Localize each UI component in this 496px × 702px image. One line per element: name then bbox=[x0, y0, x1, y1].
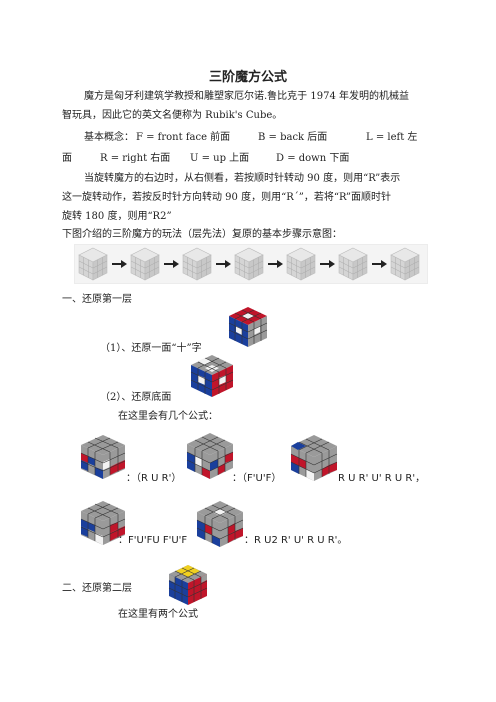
formula-5: ：R U2 R' U' R U R'。 bbox=[244, 535, 348, 546]
document-title: 三阶魔方公式 bbox=[208, 70, 287, 85]
step-arrow-3 bbox=[215, 259, 232, 269]
concept-down: D = down 下面 bbox=[276, 153, 350, 164]
formula-2: ：（F'U'F） bbox=[232, 473, 282, 484]
rubiks-cube-icon bbox=[190, 355, 234, 397]
section-1-step-1: （1）、还原一面“十”字 bbox=[100, 343, 202, 354]
step-arrow-2 bbox=[163, 259, 180, 269]
step-cube-3 bbox=[182, 247, 212, 281]
step-arrow-5 bbox=[319, 259, 336, 269]
section-1-step-2: （2）、还原底面 bbox=[100, 392, 172, 403]
step-cube-5 bbox=[286, 247, 316, 281]
concept-right: R = right 右面 bbox=[100, 153, 171, 164]
step-cube-4 bbox=[234, 247, 264, 281]
step-cube-2 bbox=[130, 247, 160, 281]
concept-left-cont: 面 bbox=[62, 153, 72, 164]
formulas-intro: 在这里会有几个公式： bbox=[118, 411, 218, 422]
section-2-formulas-intro: 在这里有两个公式 bbox=[118, 609, 198, 620]
concept-front: F = front face 前面 bbox=[136, 132, 231, 143]
formula-4: ：F'U'FU F'U'F bbox=[118, 535, 188, 546]
steps-diagram bbox=[74, 244, 428, 284]
concept-left: L = left 左 bbox=[366, 132, 418, 143]
rotation-line-2: 这一旋转动作，若按反时针方向转动 90 度，则用“R´”，若将“R”面顺时针 bbox=[62, 192, 392, 203]
rubiks-cube-icon bbox=[228, 307, 268, 347]
rubiks-cube-icon bbox=[80, 501, 126, 545]
concepts-label: 基本概念： bbox=[84, 132, 134, 143]
formula-3: R U R' U' R U R'， bbox=[338, 473, 426, 484]
rubiks-cube-icon bbox=[168, 565, 208, 605]
step-arrow-1 bbox=[111, 259, 128, 269]
section-1-heading: 一、还原第一层 bbox=[62, 294, 132, 305]
step-arrow-6 bbox=[371, 259, 388, 269]
step-cube-1 bbox=[78, 247, 108, 281]
step-cube-7 bbox=[390, 247, 420, 281]
section-2-heading: 二、还原第二层 bbox=[62, 583, 132, 594]
rubiks-cube-icon bbox=[80, 435, 126, 479]
rubiks-cube-icon bbox=[186, 433, 234, 479]
concept-back: B = back 后面 bbox=[258, 132, 328, 143]
rotation-line-1: 当旋转魔方的右边时，从右侧看，若按顺时针转动 90 度，则用“R”表示 bbox=[84, 173, 401, 184]
steps-diagram-svg bbox=[78, 247, 420, 281]
rubiks-cube-icon bbox=[290, 435, 338, 481]
formula-1: ：（R U R'） bbox=[126, 473, 182, 484]
step-arrow-4 bbox=[267, 259, 284, 269]
intro-line-2: 智玩具，因此它的英文名便称为 Rubik's Cube。 bbox=[62, 110, 283, 121]
steps-intro: 下图介绍的三阶魔方的玩法（层先法）复原的基本步骤示意图： bbox=[62, 229, 342, 240]
concept-up: U = up 上面 bbox=[190, 153, 250, 164]
intro-line-1: 魔方是匈牙利建筑学教授和雕塑家厄尔诺.鲁比克于 1974 年发明的机械益 bbox=[84, 91, 409, 102]
rotation-line-3: 旋转 180 度，则用“R2” bbox=[62, 211, 172, 222]
step-cube-6 bbox=[338, 247, 368, 281]
rubiks-cube-icon bbox=[196, 501, 244, 547]
